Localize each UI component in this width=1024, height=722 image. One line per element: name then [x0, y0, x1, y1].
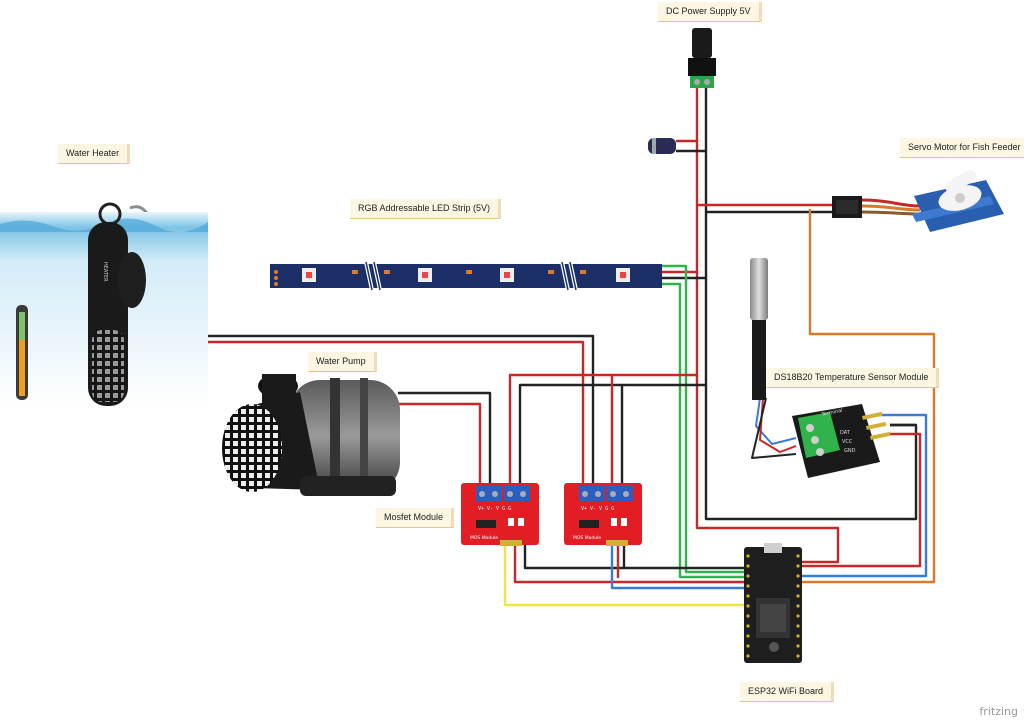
probe-lead-red [759, 397, 797, 453]
wire-led-data2 [662, 264, 746, 574]
wire-m2-blue [610, 545, 746, 590]
sensor-terminal-text: Terminal [820, 408, 843, 418]
capacitor [648, 138, 676, 154]
led-strip [270, 261, 662, 291]
wire-pump-black [398, 391, 492, 483]
mosfet2-footer-text: MOS Module [573, 535, 601, 541]
probe-lead-black [751, 397, 797, 459]
wire-led-data [662, 282, 746, 579]
esp32-board [744, 543, 802, 663]
ds18b20-module: Terminal DAT VCC GND [792, 404, 891, 478]
wire-pump-red [398, 402, 482, 483]
mosfet1-terminal-text: V+ V- V G G [478, 506, 511, 512]
probe-lead-blue [755, 397, 797, 445]
svg-text:HEATER: HEATER [102, 262, 108, 282]
led-pixels [302, 268, 630, 282]
wires [129, 86, 936, 607]
wire-temp-red [800, 432, 922, 568]
sensor-pin-dat: DAT [840, 430, 851, 436]
wire-psu-red-bus [695, 86, 840, 564]
fritzing-watermark: fritzing [979, 705, 1018, 718]
wire-temp-blue [800, 413, 928, 578]
wire-m1-red [513, 545, 746, 584]
wire-heater-black [208, 334, 595, 483]
water-heater: HEATER [0, 202, 208, 408]
label-servo-motor: Servo Motor for Fish Feeder [900, 138, 1024, 158]
label-water-heater: Water Heater [58, 144, 131, 164]
wire-m1-black [523, 545, 746, 570]
label-mosfet-module: Mosfet Module [376, 508, 455, 528]
wire-servo-signal [800, 209, 936, 584]
wire-mosfet1-v-red [508, 373, 697, 483]
label-temp-sensor: DS18B20 Temperature Sensor Module [766, 368, 940, 388]
water-pump [222, 374, 400, 496]
sensor-pin-vcc: VCC [842, 439, 853, 445]
mosfet-module-2: V+ V- V G G MOS Module [564, 483, 642, 546]
wire-heater-red [208, 340, 585, 483]
label-esp32-board: ESP32 WiFi Board [740, 682, 835, 702]
wire-m1-yellow [503, 545, 746, 607]
dc-power-jack [688, 28, 716, 88]
mosfet-module-1: V+ V- V G G MOS Module [461, 483, 539, 546]
wire-mosfet1-g-black [518, 383, 706, 483]
label-dc-power-supply: DC Power Supply 5V [658, 2, 762, 22]
mosfet1-footer-text: MOS Module [470, 535, 498, 541]
mosfet2-terminal-text: V+ V- V G G [581, 506, 614, 512]
label-led-strip: RGB Addressable LED Strip (5V) [350, 199, 502, 219]
servo-motor [832, 170, 1004, 232]
label-water-pump: Water Pump [308, 352, 377, 372]
sensor-pin-gnd: GND [844, 448, 856, 454]
ds18b20-probe [750, 258, 768, 400]
